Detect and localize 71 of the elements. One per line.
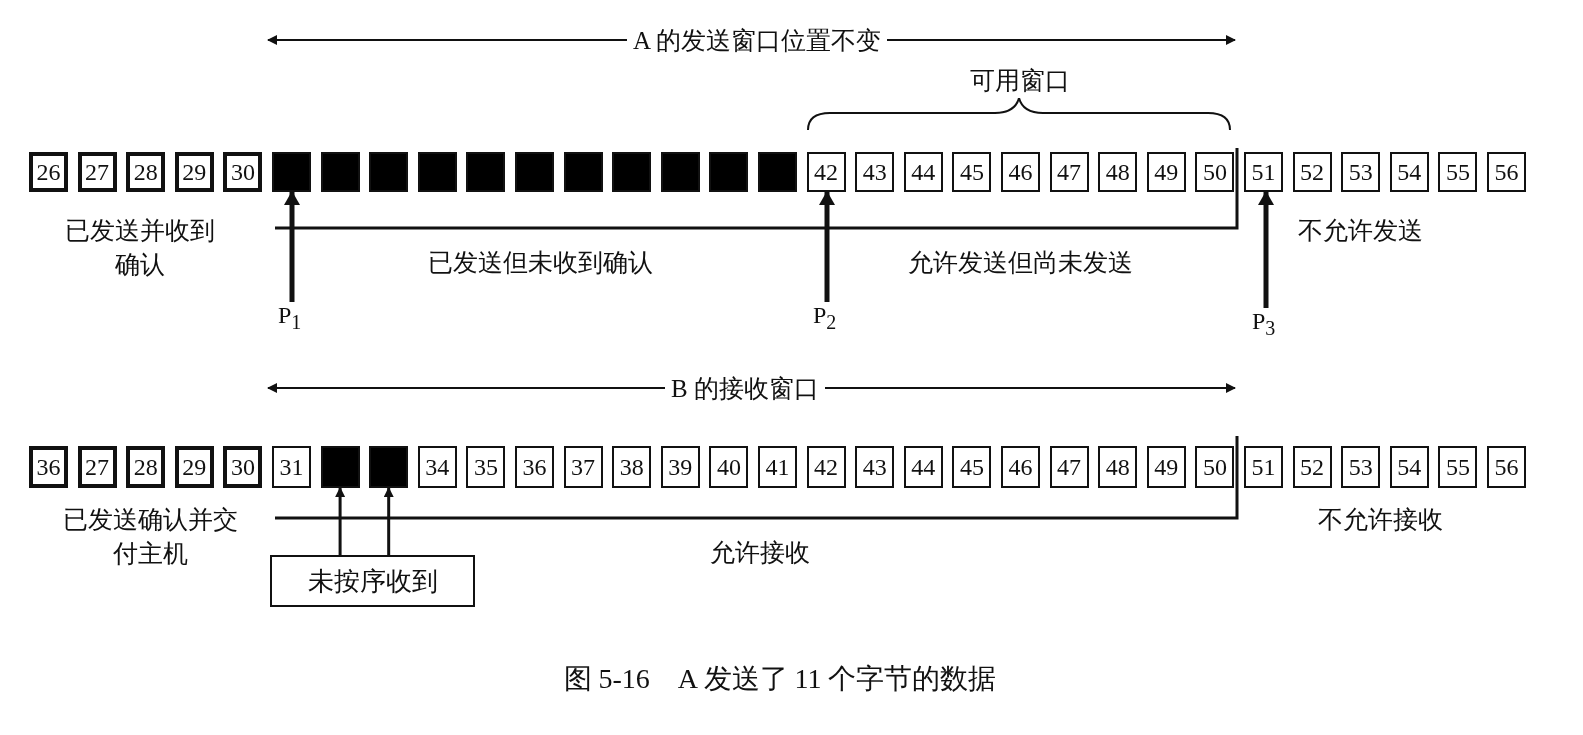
filled-byte-cell — [272, 152, 311, 192]
byte-cell: 44 — [903, 152, 943, 192]
filled-byte-cell — [758, 152, 797, 192]
byte-cell: 42 — [806, 446, 846, 488]
filled-byte-cell — [369, 152, 409, 192]
byte-cell: 50 — [1195, 446, 1235, 488]
byte-cell: 49 — [1146, 446, 1186, 488]
byte-cell: 34 — [417, 446, 457, 488]
byte-cell: 36 — [29, 446, 68, 488]
arrow — [284, 191, 300, 302]
note-box: 未按序收到 — [270, 555, 475, 607]
filled-byte-cell — [466, 152, 506, 192]
byte-cell: 45 — [952, 446, 992, 488]
byte-cell: 42 — [806, 152, 846, 192]
filled-byte-cell — [515, 152, 554, 192]
byte-cell: 30 — [223, 446, 263, 488]
byte-cell: 55 — [1438, 446, 1478, 488]
byte-cell: 36 — [515, 446, 554, 488]
filled-byte-cell — [660, 152, 700, 192]
byte-cell: 44 — [903, 446, 943, 488]
arrow — [335, 487, 346, 555]
byte-cell: 28 — [126, 152, 166, 192]
byte-cell: 47 — [1049, 446, 1089, 488]
byte-cell: 40 — [709, 446, 749, 488]
byte-cell: 27 — [77, 152, 117, 192]
byte-cell: 29 — [174, 152, 214, 192]
filled-byte-cell — [563, 152, 603, 192]
byte-cell: 52 — [1292, 446, 1332, 488]
byte-cell: 43 — [855, 152, 895, 192]
filled-byte-cell — [417, 152, 457, 192]
filled-byte-cell — [369, 446, 409, 488]
byte-cell: 53 — [1341, 446, 1381, 488]
pointer-label: P$_{2}$ — [813, 302, 837, 334]
byte-cell: 38 — [612, 446, 652, 488]
byte-cell: 54 — [1389, 152, 1429, 192]
byte-cell: 29 — [174, 446, 214, 488]
byte-cell: 50 — [1195, 152, 1235, 192]
byte-cell: 52 — [1292, 152, 1332, 192]
arrow — [819, 191, 835, 302]
byte-cell: 46 — [1001, 446, 1040, 488]
byte-cell: 41 — [758, 446, 797, 488]
byte-cell: 48 — [1098, 152, 1138, 192]
byte-cell: 56 — [1487, 152, 1526, 192]
byte-cell: 31 — [272, 446, 311, 488]
pointer-label: P$_{3}$ — [1252, 308, 1276, 340]
arrow — [383, 487, 394, 555]
byte-cell: 46 — [1001, 152, 1040, 192]
filled-byte-cell — [612, 152, 652, 192]
byte-cell: 30 — [223, 152, 263, 192]
byte-cell: 49 — [1146, 152, 1186, 192]
byte-cell: 53 — [1341, 152, 1381, 192]
byte-cell: 47 — [1049, 152, 1089, 192]
byte-cell: 28 — [126, 446, 166, 488]
byte-cell: 56 — [1487, 446, 1526, 488]
byte-cell: 39 — [660, 446, 700, 488]
byte-cell: 45 — [952, 152, 992, 192]
filled-byte-cell — [320, 446, 360, 488]
byte-cell: 26 — [29, 152, 68, 192]
filled-byte-cell — [320, 152, 360, 192]
byte-cell: 51 — [1244, 446, 1283, 488]
byte-cell: 37 — [563, 446, 603, 488]
byte-cell: 35 — [466, 446, 506, 488]
filled-byte-cell — [709, 152, 749, 192]
pointer-label: P$_{1}$ — [278, 302, 302, 334]
byte-cell: 48 — [1098, 446, 1138, 488]
byte-cell: 27 — [77, 446, 117, 488]
arrow — [1258, 191, 1274, 308]
byte-cell: 54 — [1389, 446, 1429, 488]
byte-cell: 55 — [1438, 152, 1478, 192]
byte-cell: 51 — [1244, 152, 1283, 192]
byte-cell: 43 — [855, 446, 895, 488]
